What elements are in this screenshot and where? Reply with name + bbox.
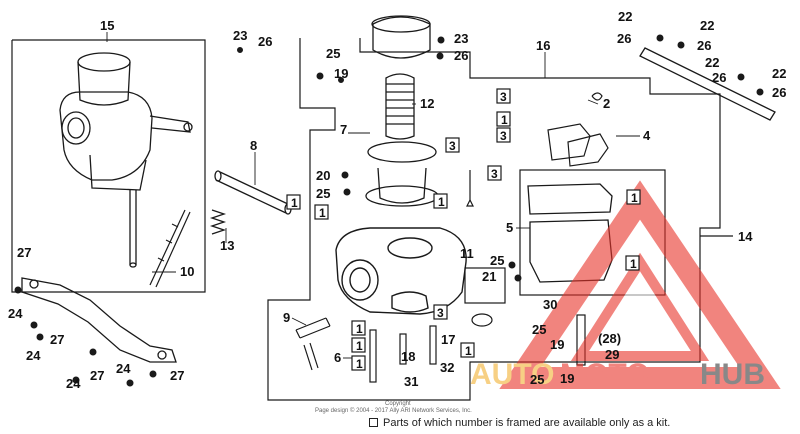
- part-label: 23: [233, 28, 247, 43]
- part-label: 19: [560, 371, 574, 386]
- kit-num: 1: [319, 206, 326, 220]
- kit-num: 3: [500, 90, 507, 104]
- part-label: 22: [772, 66, 786, 81]
- carburetor-body: [335, 227, 467, 315]
- part-label: 21: [482, 269, 496, 284]
- kit-num: 1: [356, 339, 363, 353]
- part-label: 17: [441, 332, 455, 347]
- part-label: 19: [334, 66, 348, 81]
- part-label: 7: [340, 122, 347, 137]
- part-label: (28): [598, 331, 621, 346]
- watermark-logo: AUTO MOTO HUB: [470, 180, 781, 391]
- carb-top-cap: [77, 52, 131, 72]
- kit-num: 3: [491, 167, 498, 181]
- footnote-text: Parts of which number is framed are avai…: [383, 417, 671, 429]
- part-label: 24: [8, 306, 23, 321]
- part-label: 5: [506, 220, 513, 235]
- kit-footnote: Parts of which number is framed are avai…: [369, 417, 670, 429]
- part-label: 16: [536, 38, 550, 53]
- part-label: 24: [66, 376, 81, 391]
- part-label: 4: [643, 128, 651, 143]
- kit-num: 3: [449, 139, 456, 153]
- part-label: 9: [283, 310, 290, 325]
- kit-num: 1: [501, 113, 508, 127]
- part-label: 23: [454, 31, 468, 46]
- kit-num: 3: [500, 129, 507, 143]
- part-label: 27: [17, 245, 31, 260]
- part-label: 22: [700, 18, 714, 33]
- part-label: 27: [50, 332, 64, 347]
- part-label: 26: [772, 85, 786, 100]
- copyright-heading: Copyright: [385, 401, 411, 407]
- part-label: 18: [401, 349, 415, 364]
- part-label: 19: [550, 337, 564, 352]
- part-label: 14: [738, 229, 753, 244]
- part-label: 25: [326, 46, 340, 61]
- top-bracket: [639, 47, 776, 121]
- top-cover: [372, 16, 431, 59]
- part-label: 2: [603, 96, 610, 111]
- part-label: 11: [460, 246, 474, 261]
- svg-text:MOTO: MOTO: [560, 358, 649, 391]
- part-label: 26: [712, 70, 726, 85]
- part-label: 26: [454, 48, 468, 63]
- part-label: 22: [618, 9, 632, 24]
- part-label: 12: [420, 96, 434, 111]
- part-label: 15: [100, 18, 114, 33]
- part-label: 8: [250, 138, 257, 153]
- part-label: 25: [490, 253, 504, 268]
- kit-num: 1: [356, 322, 363, 336]
- mounting-bracket: [21, 277, 177, 363]
- part-label: 24: [116, 361, 131, 376]
- group-15-boundary: [11, 39, 206, 293]
- kit-num: 1: [631, 191, 638, 205]
- part-label: 24: [26, 348, 41, 363]
- part-label: 25: [532, 322, 546, 337]
- kit-num: 1: [630, 257, 637, 271]
- kit-num: 3: [437, 306, 444, 320]
- svg-text:AUTO: AUTO: [470, 358, 554, 391]
- part-label: 32: [440, 360, 454, 375]
- part-label: 20: [316, 168, 330, 183]
- kit-num: 1: [465, 344, 472, 358]
- square-icon: [369, 418, 378, 427]
- copyright-notice: Page design © 2004 - 2017 Ally ARI Netwo…: [315, 408, 472, 414]
- part-label: 26: [697, 38, 711, 53]
- group-11-boundary: [464, 267, 506, 304]
- part-label: 10: [180, 264, 194, 279]
- kit-num: 1: [291, 196, 298, 210]
- part-label: 25: [530, 372, 544, 387]
- part-label: 26: [617, 31, 631, 46]
- part-label: 13: [220, 238, 234, 253]
- part-label: 26: [258, 34, 272, 49]
- kit-num: 1: [438, 195, 445, 209]
- part-label: 22: [705, 55, 719, 70]
- kit-num: 1: [356, 357, 363, 371]
- part-label: 27: [170, 368, 184, 383]
- part-label: 31: [404, 374, 418, 389]
- part-label: 27: [90, 368, 104, 383]
- svg-text:HUB: HUB: [700, 358, 765, 391]
- part-label: 6: [334, 350, 341, 365]
- part-label: 30: [543, 297, 557, 312]
- part-label: 29: [605, 347, 619, 362]
- part-label: 25: [316, 186, 330, 201]
